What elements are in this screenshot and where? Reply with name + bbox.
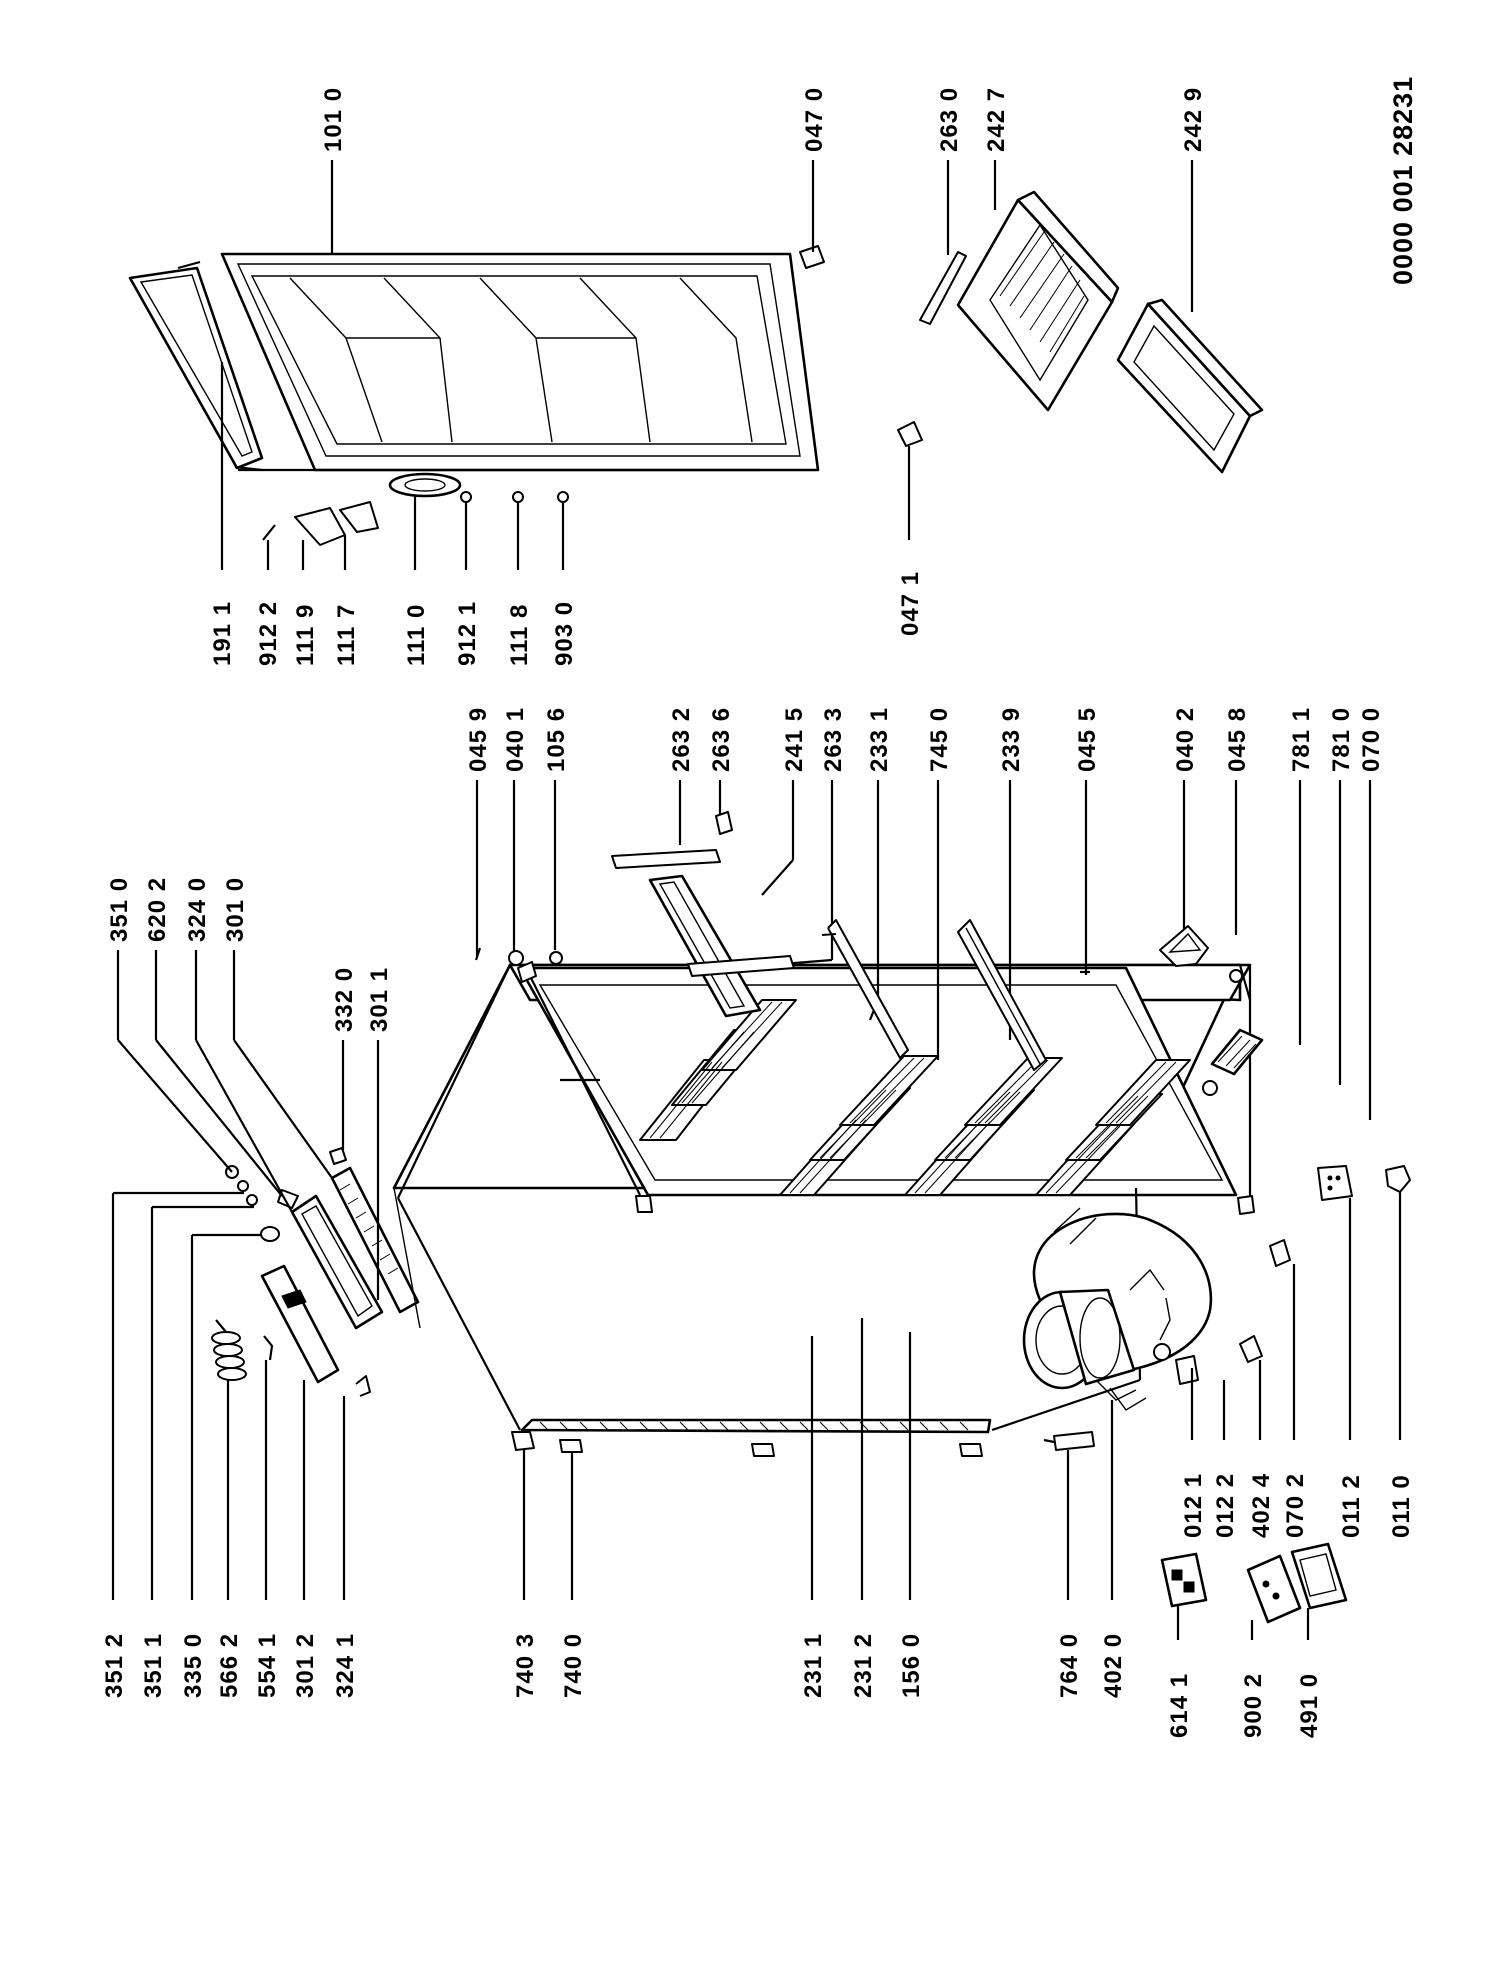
door-assembly bbox=[128, 245, 923, 546]
terminal-block bbox=[1317, 1165, 1353, 1201]
lower-leader-lines bbox=[522, 1192, 1402, 1640]
label-045-8: 045 8 bbox=[1224, 707, 1251, 772]
label-242-7: 242 7 bbox=[983, 87, 1010, 152]
label-101-0: 101 0 bbox=[320, 87, 347, 152]
hinge-cap bbox=[388, 472, 462, 498]
cabinet-leader-lines bbox=[475, 780, 1372, 1120]
label-263-2: 263 2 bbox=[668, 707, 695, 772]
label-402-0: 402 0 bbox=[1100, 1633, 1127, 1698]
door-leader-lines bbox=[220, 160, 911, 570]
part-labels: 191 1 912 2 111 9 111 7 111 0 912 1 111 … bbox=[101, 87, 1415, 1738]
relay-clip bbox=[1239, 1335, 1263, 1363]
control-board bbox=[1246, 1554, 1302, 1624]
cabinet-inner bbox=[518, 966, 1238, 1197]
label-045-9: 045 9 bbox=[465, 707, 492, 772]
label-301-0: 301 0 bbox=[222, 877, 249, 942]
label-301-2: 301 2 bbox=[292, 1633, 319, 1698]
label-332-0: 332 0 bbox=[331, 967, 358, 1032]
label-156-0: 156 0 bbox=[898, 1633, 925, 1698]
label-233-9: 233 9 bbox=[998, 707, 1025, 772]
door-flaps bbox=[289, 277, 753, 443]
control-leader-lines bbox=[111, 950, 380, 1600]
label-900-2: 900 2 bbox=[1240, 1673, 1267, 1738]
label-070-0: 070 0 bbox=[1358, 707, 1385, 772]
label-011-0: 011 0 bbox=[1388, 1474, 1415, 1538]
basket-rail bbox=[919, 251, 967, 325]
label-351-0: 351 0 bbox=[106, 877, 133, 942]
thermostat-knob bbox=[260, 1226, 280, 1242]
label-047-0: 047 0 bbox=[801, 87, 828, 152]
label-111-0: 111 0 bbox=[403, 604, 430, 666]
control-panel-parts bbox=[211, 1147, 421, 1397]
label-335-0: 335 0 bbox=[180, 1633, 207, 1698]
plug-connector bbox=[1160, 1552, 1208, 1608]
cabinet bbox=[392, 961, 1255, 1457]
label-912-2: 912 2 bbox=[255, 601, 282, 666]
door-panel bbox=[220, 252, 820, 472]
label-740-0: 740 0 bbox=[560, 1633, 587, 1698]
lower-electrical-parts bbox=[1160, 1542, 1348, 1624]
label-233-1: 233 1 bbox=[866, 707, 893, 772]
label-047-1: 047 1 bbox=[897, 571, 924, 636]
label-324-1: 324 1 bbox=[332, 1633, 359, 1698]
label-301-1: 301 1 bbox=[366, 967, 393, 1032]
drain-tube bbox=[1053, 1431, 1095, 1451]
label-263-6: 263 6 bbox=[708, 707, 735, 772]
label-402-4: 402 4 bbox=[1248, 1473, 1275, 1538]
label-740-3: 740 3 bbox=[512, 1633, 539, 1698]
front-foot bbox=[511, 1431, 535, 1451]
label-491-0: 491 0 bbox=[1296, 1673, 1323, 1738]
label-554-1: 554 1 bbox=[254, 1633, 281, 1698]
door-seal bbox=[128, 266, 264, 470]
label-745-0: 745 0 bbox=[926, 707, 953, 772]
control-panel bbox=[290, 1194, 384, 1330]
evaporator-shelves bbox=[639, 999, 1191, 1196]
compressor-area bbox=[1022, 1165, 1411, 1451]
label-231-2: 231 2 bbox=[850, 1633, 877, 1698]
label-040-1: 040 1 bbox=[502, 707, 529, 772]
label-263-0: 263 0 bbox=[936, 87, 963, 152]
label-191-1: 191 1 bbox=[209, 601, 236, 666]
shelf-rod-upper bbox=[827, 919, 909, 1059]
label-351-1: 351 1 bbox=[140, 1633, 167, 1698]
shelf-rail-upper bbox=[611, 849, 721, 869]
label-912-1: 912 1 bbox=[454, 601, 481, 666]
label-231-1: 231 1 bbox=[800, 1633, 827, 1698]
thermostat-spring bbox=[211, 1319, 247, 1381]
cabinet-internal-parts bbox=[474, 811, 1264, 1096]
thermostat-housing bbox=[260, 1264, 340, 1384]
label-012-2: 012 2 bbox=[1212, 1473, 1239, 1538]
label-781-1: 781 1 bbox=[1288, 707, 1315, 772]
bracket bbox=[1159, 925, 1209, 967]
label-045-5: 045 5 bbox=[1074, 707, 1101, 772]
lower-hinge bbox=[897, 421, 923, 447]
label-242-9: 242 9 bbox=[1180, 87, 1207, 152]
relay-cap bbox=[1385, 1165, 1411, 1193]
bottom-strip bbox=[520, 1418, 992, 1434]
label-324-0: 324 0 bbox=[184, 877, 211, 942]
label-620-2: 620 2 bbox=[144, 877, 171, 942]
label-111-8: 111 8 bbox=[506, 604, 533, 666]
label-566-2: 566 2 bbox=[216, 1633, 243, 1698]
label-614-1: 614 1 bbox=[1166, 1673, 1193, 1738]
label-040-2: 040 2 bbox=[1172, 707, 1199, 772]
label-263-3: 263 3 bbox=[820, 707, 847, 772]
label-351-2: 351 2 bbox=[101, 1633, 128, 1698]
label-011-2: 011 2 bbox=[1338, 1474, 1365, 1538]
label-111-7: 111 7 bbox=[333, 604, 360, 666]
label-764-0: 764 0 bbox=[1056, 1633, 1083, 1698]
label-070-2: 070 2 bbox=[1282, 1473, 1309, 1538]
freezer-baskets bbox=[919, 160, 1264, 474]
label-903-0: 903 0 bbox=[551, 601, 578, 666]
label-111-9: 111 9 bbox=[292, 604, 319, 666]
vent-grille bbox=[1210, 1028, 1264, 1076]
label-012-1: 012 1 bbox=[1180, 1473, 1207, 1538]
grommet bbox=[1153, 1343, 1171, 1361]
document-number: 0000 001 28231 bbox=[1388, 76, 1418, 285]
label-105-6: 105 6 bbox=[543, 707, 570, 772]
label-781-0: 781 0 bbox=[1328, 707, 1355, 772]
label-241-5: 241 5 bbox=[781, 707, 808, 772]
lamp-holder bbox=[1290, 1542, 1348, 1610]
